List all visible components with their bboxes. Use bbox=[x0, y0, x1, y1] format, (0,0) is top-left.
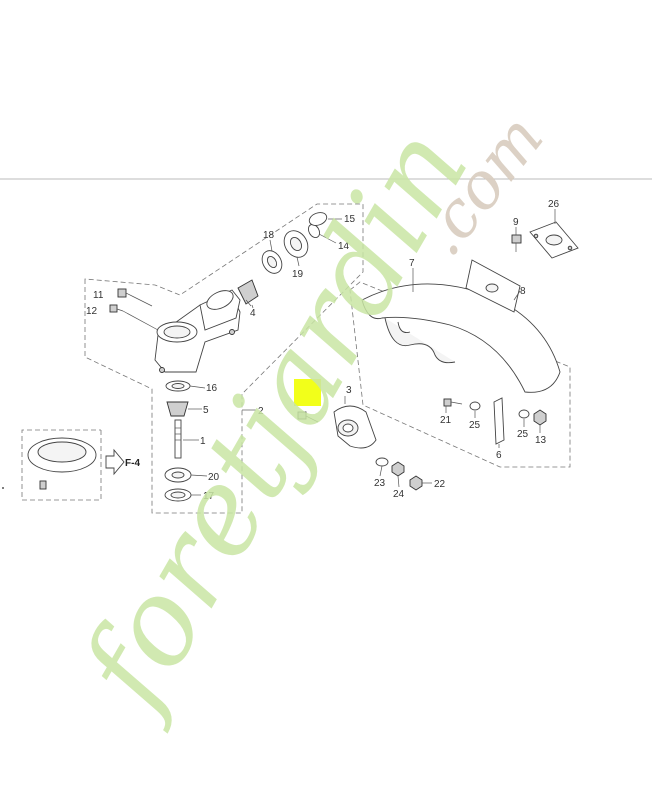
callout-21: 17 bbox=[203, 491, 215, 502]
callout-24: 20 bbox=[208, 472, 220, 483]
spindle-part-1 bbox=[174, 419, 182, 459]
callout-19: 14 bbox=[338, 241, 350, 252]
gasket-part-26 bbox=[529, 221, 579, 259]
callout-8: 8 bbox=[520, 286, 526, 297]
seal-part-21-inner bbox=[170, 491, 186, 499]
callout-17: 23 bbox=[374, 478, 386, 489]
section-reference-label: F-4 bbox=[125, 458, 140, 469]
bearing-part-22 bbox=[261, 250, 283, 274]
section-reference-arrow bbox=[105, 448, 125, 476]
nut-part-18 bbox=[391, 461, 405, 477]
bearing-part-23 bbox=[283, 230, 309, 258]
callout-22: 18 bbox=[263, 230, 275, 241]
bevel-gear-part-5 bbox=[166, 401, 189, 417]
bolt-part-9 bbox=[511, 234, 522, 252]
o-ring-part-20 bbox=[308, 212, 328, 226]
callout-6: 6 bbox=[496, 450, 502, 461]
highlight-marker bbox=[294, 379, 321, 406]
bolt-part-near-3 bbox=[297, 411, 319, 423]
pinion-gear-part bbox=[237, 279, 259, 307]
plate-part-8 bbox=[465, 259, 521, 313]
bolt-part-12 bbox=[109, 304, 124, 313]
callout-20: 15 bbox=[344, 214, 356, 225]
collar-group-outline bbox=[21, 429, 102, 501]
circlip-part-19 bbox=[307, 223, 321, 239]
callout-4: 4 bbox=[250, 308, 256, 319]
washer-part-25-right bbox=[518, 409, 530, 419]
leader-lines bbox=[122, 209, 556, 496]
guard-bracket-part-3 bbox=[333, 405, 377, 449]
callout-16: 22 bbox=[434, 479, 446, 490]
callout-2: 2 bbox=[258, 406, 264, 417]
washer-part-17 bbox=[375, 457, 389, 467]
callout-9: 9 bbox=[513, 217, 519, 228]
callout-14: 16 bbox=[206, 383, 218, 394]
bearing-part-24-inner bbox=[171, 471, 185, 479]
bolt-part-11 bbox=[117, 288, 133, 298]
callout-26: 26 bbox=[548, 199, 560, 210]
callout-13: 13 bbox=[535, 435, 547, 446]
gear-case-group-outline bbox=[84, 203, 364, 514]
cutter-blade-part-6 bbox=[493, 397, 505, 445]
callout-5: 5 bbox=[203, 405, 209, 416]
callout-23: 19 bbox=[292, 269, 304, 280]
gear-case-housing bbox=[154, 289, 241, 373]
callout-1: 1 bbox=[200, 436, 206, 447]
stray-dot bbox=[2, 487, 4, 489]
callout-25-left: 25 bbox=[469, 420, 481, 431]
bearing-part-14-inner bbox=[171, 383, 185, 389]
guard-group-outline bbox=[349, 281, 571, 468]
callout-25-right: 25 bbox=[517, 429, 529, 440]
callout-3: 3 bbox=[346, 385, 352, 396]
callout-18: 24 bbox=[393, 489, 405, 500]
nut-part-16 bbox=[409, 475, 423, 491]
bolt-part-15 bbox=[443, 398, 463, 407]
grass-guard-part-7 bbox=[361, 283, 561, 393]
callout-7: 7 bbox=[409, 258, 415, 269]
holder-collar-part bbox=[27, 437, 97, 490]
nut-part-13 bbox=[533, 409, 547, 426]
callout-15: 21 bbox=[440, 415, 452, 426]
washer-part-25-left bbox=[469, 401, 481, 411]
callout-11: 11 bbox=[93, 290, 104, 301]
callout-12: 12 bbox=[86, 306, 98, 317]
